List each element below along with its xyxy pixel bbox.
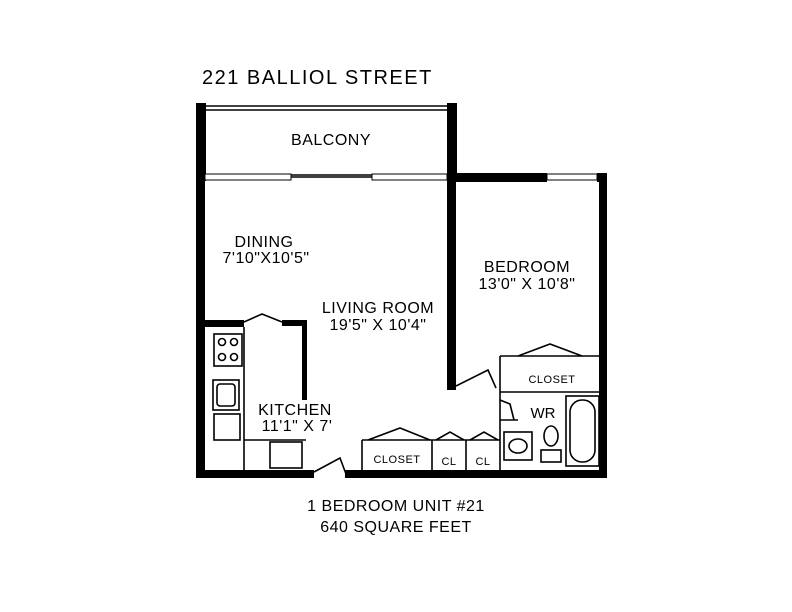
hall-closet-door-swing: [367, 427, 431, 441]
washroom-label: WR: [531, 405, 556, 422]
bottom-wall-left: [196, 470, 314, 478]
area-label: 640 SQUARE FEET: [320, 519, 472, 536]
bathtub-icon: [565, 395, 600, 467]
balcony-glazing: [204, 105, 448, 181]
building-title: 221 BALLIOL STREET: [202, 67, 433, 89]
bathtub-basin-icon: [569, 399, 596, 463]
walls: [196, 103, 607, 478]
sink-basin-icon: [216, 383, 236, 407]
labels: 221 BALLIOL STREET BALCONY DINING 7'10"X…: [202, 67, 576, 536]
kitchen-wall-top: [202, 320, 244, 327]
door-swings: [243, 313, 583, 475]
fixtures: [212, 333, 600, 469]
kitchen-label: KITCHEN: [258, 402, 332, 419]
interior-partitions: [243, 327, 601, 470]
balcony-left-wall: [196, 103, 206, 181]
bedroom-closet-door-swing: [517, 343, 583, 357]
entry-door-swing: [313, 456, 347, 475]
washroom-door-swing: [499, 399, 515, 421]
stove-icon: [213, 333, 243, 367]
burner-icon: [217, 352, 227, 362]
bottom-wall-right: [345, 470, 607, 478]
living-room-label: LIVING ROOM: [322, 300, 434, 317]
kitchen-door-swing: [243, 313, 283, 323]
bedroom-label: BEDROOM: [484, 259, 570, 276]
bedroom-window: [546, 173, 598, 181]
cl-1-label: CL: [441, 456, 456, 468]
bedroom-size: 13'0" X 10'8": [479, 276, 576, 293]
living-room-size: 19'5" X 10'4": [330, 317, 427, 334]
vanity-icon: [503, 431, 533, 461]
cl-1-door-swing: [435, 431, 465, 441]
fridge-icon: [269, 441, 303, 469]
kitchen-size: 11'1" X 7': [262, 418, 333, 435]
window-left: [204, 173, 292, 181]
dining-size: 7'10"X10'5": [222, 250, 309, 267]
unit-label: 1 BEDROOM UNIT #21: [307, 498, 485, 515]
cl-2-label: CL: [475, 456, 490, 468]
right-exterior-wall: [599, 173, 607, 478]
window-right: [371, 173, 448, 181]
kitchen-wall-side: [302, 320, 307, 400]
toilet-icon: [543, 425, 559, 447]
hall-closet-label: CLOSET: [373, 454, 420, 466]
kitchen-sink-icon: [212, 379, 240, 411]
burner-icon: [229, 352, 239, 362]
bedroom-closet-label: CLOSET: [528, 374, 575, 386]
burner-icon: [217, 337, 227, 347]
balcony-label: BALCONY: [291, 132, 371, 149]
toilet-tank-icon: [540, 449, 562, 463]
dining-label: DINING: [235, 234, 294, 251]
balcony-right-wall: [447, 103, 457, 182]
dishwasher-icon: [213, 413, 241, 441]
bedroom-door-swing: [455, 368, 497, 389]
kitchen-wall-top-right: [282, 320, 306, 326]
left-exterior-wall: [196, 178, 205, 478]
burner-icon: [229, 337, 239, 347]
bedroom-top-wall: [447, 173, 547, 182]
vanity-basin-icon: [508, 438, 528, 454]
cl-2-door-swing: [469, 431, 499, 441]
bedroom-partition-wall: [447, 178, 456, 390]
